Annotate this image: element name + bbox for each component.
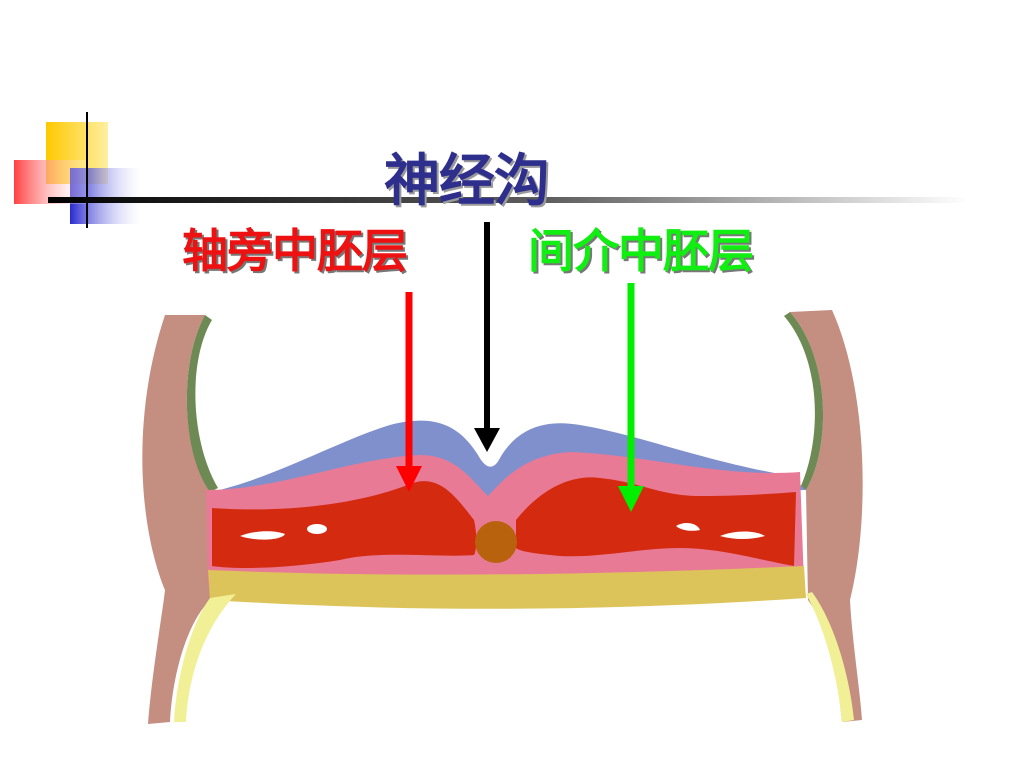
ectoderm-layer [210, 420, 806, 500]
notochord [475, 521, 517, 563]
endoderm-layer [208, 566, 806, 609]
right-mesoderm-block [516, 477, 796, 566]
left-cavity-2 [307, 524, 327, 534]
right-yolk-edge [806, 592, 854, 722]
left-yolk-edge [174, 594, 236, 722]
paraxial-mesoderm-label: 轴旁中胚层 [182, 224, 408, 278]
left-cavity-1 [240, 531, 285, 540]
right-cavity-1 [676, 523, 700, 531]
right-body-wall [790, 310, 863, 722]
paraxial-mesoderm-arrow [396, 292, 422, 492]
left-body-wall [142, 315, 210, 724]
right-amnion-edge [784, 312, 824, 490]
intermediate-mesoderm-label: 间介中胚层 [528, 224, 754, 278]
neural-groove-label: 神经沟 [384, 149, 550, 214]
right-cavity-2 [720, 531, 765, 539]
header-rule-line [48, 197, 968, 203]
decor-red-bar [14, 160, 86, 204]
left-mesoderm-block [212, 481, 477, 568]
neural-groove-arrow [474, 222, 500, 452]
intermediate-mesoderm-arrow [618, 283, 644, 512]
left-amnion-edge [186, 315, 218, 492]
